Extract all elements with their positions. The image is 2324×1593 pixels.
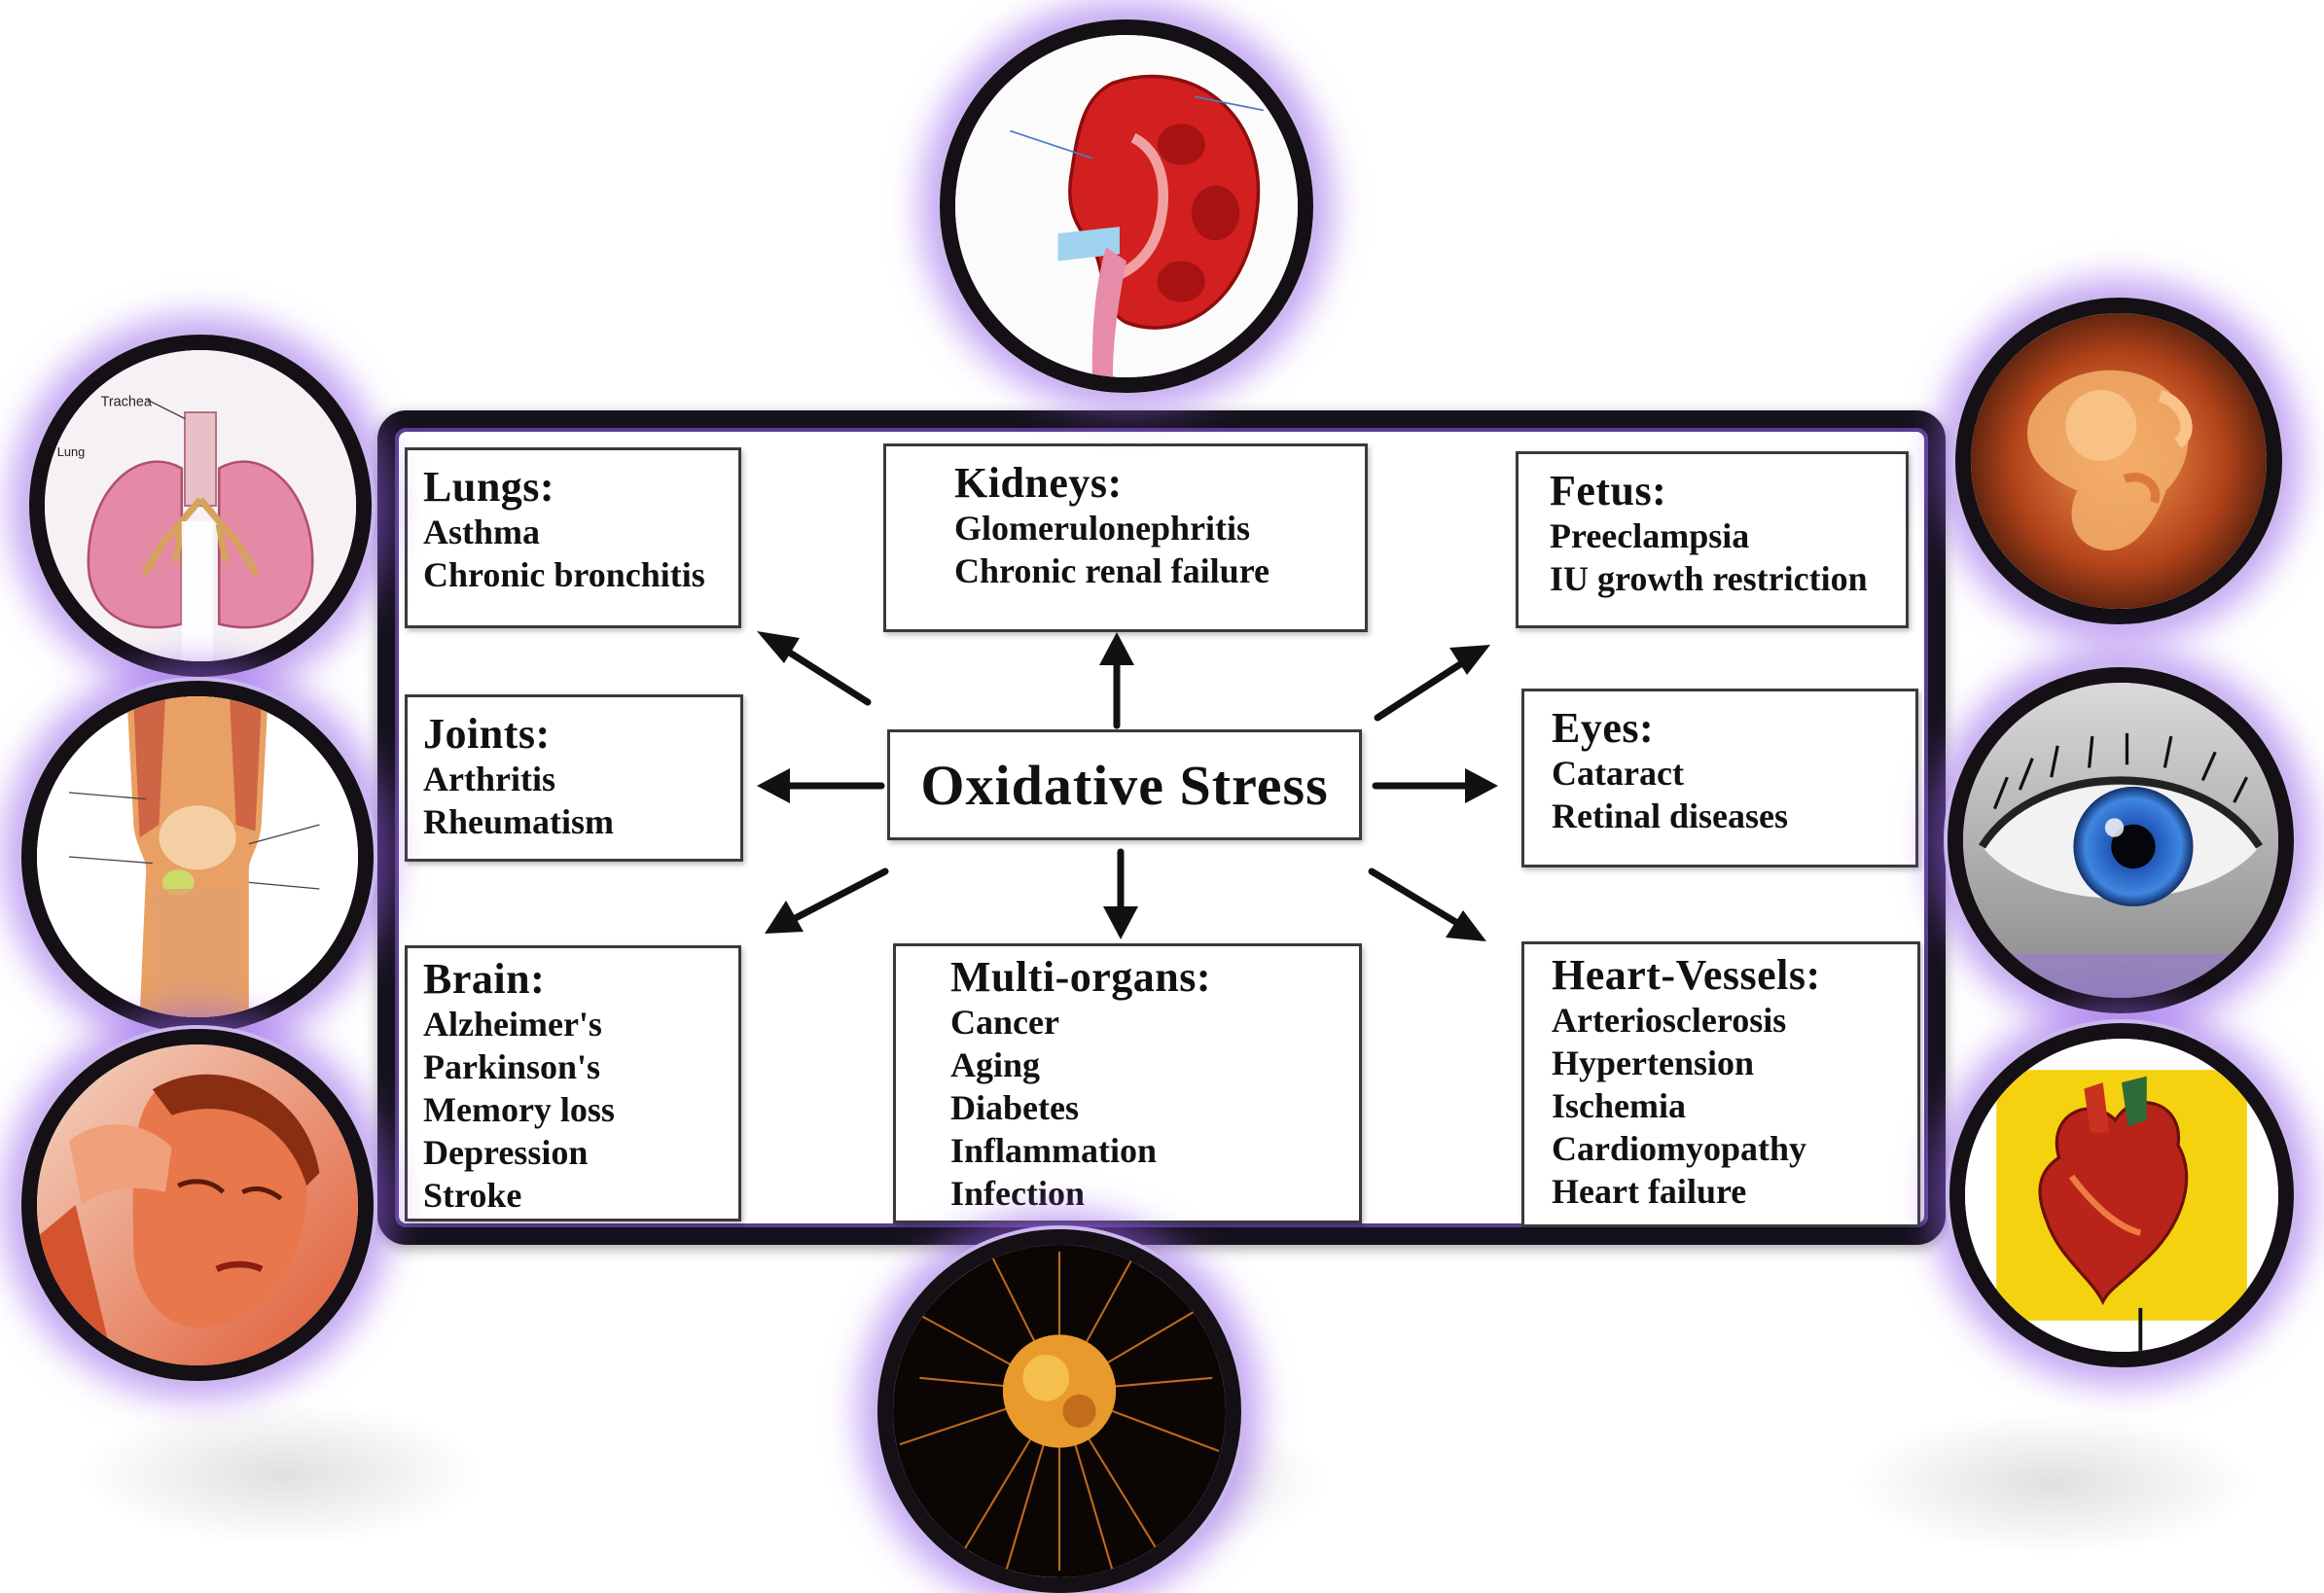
lung-label: Lung	[57, 444, 85, 459]
knee-joint-icon	[37, 696, 358, 1017]
cancer-cell-icon	[893, 1245, 1226, 1577]
kidney-icon	[955, 35, 1298, 377]
arrow-to-lungs	[757, 631, 868, 702]
arrow-to-kidneys	[1099, 632, 1134, 726]
eye-image	[1948, 667, 2294, 1013]
cancer-cell-image	[877, 1229, 1241, 1593]
arrow-to-brain	[765, 871, 885, 934]
lungs-icon: Trachea Lung	[45, 350, 356, 661]
fetus-icon	[1971, 313, 2267, 609]
kidney-image	[940, 19, 1313, 393]
arrow-to-multi-organs	[1103, 852, 1138, 939]
headache-woman-icon	[37, 1044, 358, 1365]
arrow-to-fetus	[1377, 645, 1490, 718]
headache-image	[21, 1029, 374, 1381]
trachea-label: Trachea	[101, 395, 152, 410]
arrow-to-eyes	[1376, 768, 1498, 803]
knee-joint-image	[21, 681, 374, 1033]
heart-image	[1949, 1023, 2294, 1367]
heart-icon	[1965, 1039, 2278, 1352]
fetus-image	[1955, 298, 2282, 624]
arrow-to-heart-vessels	[1372, 871, 1486, 941]
lungs-image: Trachea Lung	[29, 335, 372, 677]
eye-icon	[1963, 683, 2278, 998]
arrow-to-joints	[757, 768, 881, 803]
